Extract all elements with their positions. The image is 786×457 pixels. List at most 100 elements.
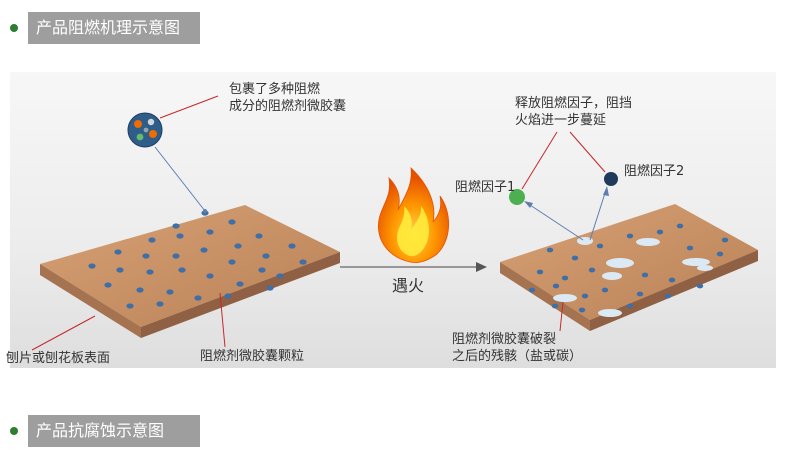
capsule-component: [134, 120, 142, 128]
board-left-side-front: [40, 264, 141, 338]
capsule-particle: [626, 233, 634, 239]
capsule-particle: [194, 295, 202, 301]
main-arrow: [340, 262, 487, 272]
capsule-residue: [636, 238, 660, 246]
residue-label-pointer: [559, 301, 564, 332]
capsule-particle: [116, 267, 124, 273]
residues-right: [553, 237, 713, 317]
capsule-particle: [588, 267, 596, 273]
bullet-dot: [10, 427, 18, 435]
board-left-side-right: [141, 252, 340, 338]
capsule-particle: [551, 303, 559, 309]
capsule-particle: [228, 259, 236, 265]
capsule-particle: [156, 301, 164, 307]
capsule-label: 包裹了多种阻燃 成分的阻燃剂微胶囊: [229, 81, 346, 115]
surface-label-pointer: [31, 315, 96, 351]
capsule-particle: [136, 287, 144, 293]
capsule-residue: [682, 258, 710, 266]
capsule-residue: [598, 309, 622, 317]
capsule-particle: [626, 303, 634, 309]
capsule-residue: [553, 294, 577, 302]
capsule-particle: [288, 243, 296, 249]
board-right-side-front: [500, 262, 590, 331]
capsule-residue: [602, 272, 622, 280]
capsule-particle: [601, 287, 609, 293]
surface-label: 刨片或刨花板表面: [6, 351, 111, 366]
arrow-label: 遇火: [392, 276, 425, 295]
release-label: 释放阻燃因子，阻挡 火焰进一步蔓延: [515, 95, 632, 129]
flame-icon: [377, 166, 450, 263]
capsule-particle: [676, 223, 684, 229]
capsule-residue: [697, 265, 713, 271]
board-left-top: [40, 205, 340, 327]
section-title: 产品抗腐蚀示意图: [28, 415, 200, 447]
capsule-residue: [606, 258, 634, 268]
capsule-particle: [200, 247, 208, 253]
release-arrows: [524, 186, 609, 241]
capsule-zoom-line: [154, 146, 206, 212]
capsule-particle: [172, 253, 180, 259]
capsule-particle: [266, 285, 274, 291]
capsule-particle: [276, 273, 284, 279]
capsule-particle: [578, 307, 586, 313]
capsule-particle: [258, 267, 266, 273]
section-header-anti-corrosion: 产品抗腐蚀示意图: [10, 415, 200, 447]
capsule-component: [143, 127, 149, 133]
capsule-particle: [255, 233, 263, 239]
capsule-label-line1: 包裹了多种阻燃: [229, 82, 321, 97]
capsule-particle: [596, 243, 604, 249]
capsule-particle: [716, 251, 724, 257]
capsule-particle: [146, 269, 154, 275]
factor2-label: 阻燃因子2: [624, 164, 685, 179]
capsule-particle: [262, 253, 270, 259]
capsule-particle: [668, 277, 676, 283]
capsule-particle: [571, 255, 579, 261]
residue-label-line2: 之后的残骸（盐或碳）: [452, 349, 583, 364]
capsule-component: [149, 130, 157, 138]
capsule-component: [136, 133, 144, 141]
board-left: [40, 205, 340, 338]
capsule-particle: [172, 223, 180, 229]
residue-label: 阻燃剂微胶囊破裂 之后的残骸（盐或碳）: [452, 331, 582, 365]
capsule-zoom-dot: [203, 209, 207, 213]
release-label-line1: 释放阻燃因子，阻挡: [515, 96, 633, 111]
capsule-label-line2: 成分的阻燃剂微胶囊: [229, 99, 347, 114]
capsule-particle: [224, 293, 232, 299]
capsule-particle: [546, 247, 554, 253]
particle-label-pointer: [219, 292, 226, 348]
capsule-particle: [636, 291, 644, 297]
section-header-flame-retardant: 产品阻燃机理示意图: [10, 12, 200, 44]
board-right: [500, 204, 758, 331]
capsule-particle: [536, 269, 544, 275]
capsule-particle: [552, 283, 560, 289]
capsule-particle: [142, 253, 150, 259]
bullet-dot: [10, 24, 18, 32]
capsule-particle: [641, 272, 649, 278]
particles-left: [88, 210, 307, 309]
factor2-sphere: [604, 172, 618, 186]
capsule-particle: [176, 233, 184, 239]
capsule-particle: [721, 237, 729, 243]
capsule-particle: [228, 219, 236, 225]
capsule-particle: [234, 243, 242, 249]
capsule-particle: [178, 267, 186, 273]
release-label-pointer-2: [569, 131, 606, 173]
release-label-line2: 火焰进一步蔓延: [515, 113, 607, 128]
capsule-particle: [206, 229, 214, 235]
factor1-label: 阻燃因子1: [455, 180, 516, 195]
capsule-particle: [686, 245, 694, 251]
capsule-particle: [206, 273, 214, 279]
capsule-particle: [528, 287, 536, 293]
capsule-label-pointer: [159, 95, 219, 119]
microcapsule: [127, 112, 163, 148]
capsule-particle: [561, 275, 569, 281]
capsule-particle: [656, 229, 664, 235]
capsule-particle: [299, 259, 307, 265]
capsule-particle: [88, 263, 96, 269]
board-right-side-right: [590, 250, 758, 331]
capsule-particle: [581, 293, 589, 299]
capsule-particle: [104, 282, 112, 288]
capsule-particle: [664, 293, 672, 299]
capsule-component: [147, 118, 155, 126]
